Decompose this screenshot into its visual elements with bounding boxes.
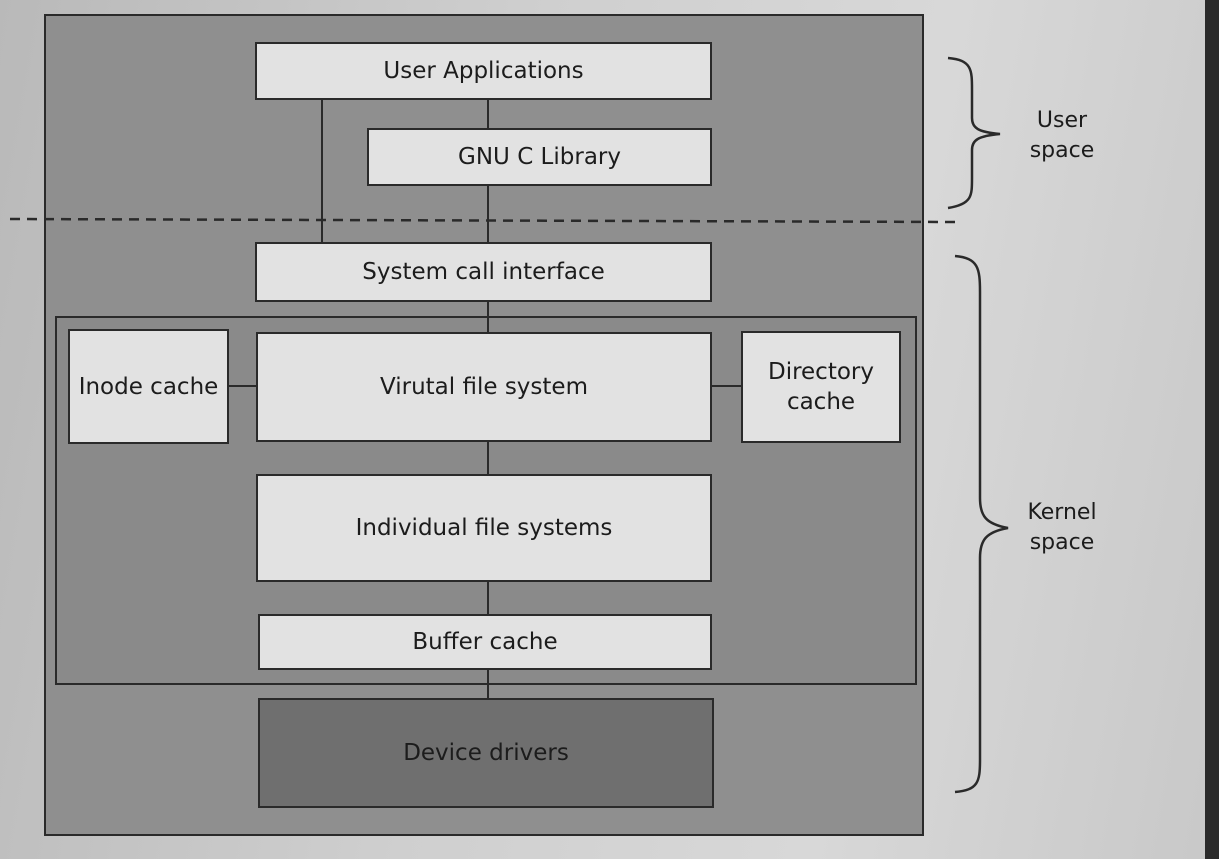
directory-cache-label-line2: cache [786,389,856,415]
individual-file-systems-label: Individual file systems [355,515,613,541]
gnu-c-library-label: GNU C Library [458,144,621,170]
directory-cache-box: Directory cache [741,331,901,443]
system-call-interface-label: System call interface [362,259,605,285]
inode-cache-label: Inode cache [78,373,219,400]
kernel-space-brace [954,254,1009,794]
virtual-file-system-box: Virutal file system [256,332,712,442]
user-applications-box: User Applications [255,42,712,100]
system-call-interface-box: System call interface [255,242,712,302]
gnu-c-library-box: GNU C Library [367,128,712,186]
directory-cache-label-line1: Directory [767,359,874,385]
user-space-brace [947,56,1001,210]
right-edge-shadow [1205,0,1219,859]
kernel-space-label-line2: space [1029,530,1095,555]
user-applications-label: User Applications [383,58,584,84]
virtual-file-system-label: Virutal file system [380,374,588,400]
buffer-cache-label: Buffer cache [412,629,558,655]
user-space-label-line1: User [1036,108,1088,133]
buffer-cache-box: Buffer cache [258,614,712,670]
individual-file-systems-box: Individual file systems [256,474,712,582]
user-space-label: User space [1002,106,1122,166]
inode-cache-box: Inode cache [68,329,229,444]
kernel-space-label-line1: Kernel [1027,500,1097,525]
device-drivers-box: Device drivers [258,698,714,808]
kernel-space-label: Kernel space [1002,498,1122,558]
user-space-label-line2: space [1029,138,1095,163]
device-drivers-label: Device drivers [403,740,569,766]
